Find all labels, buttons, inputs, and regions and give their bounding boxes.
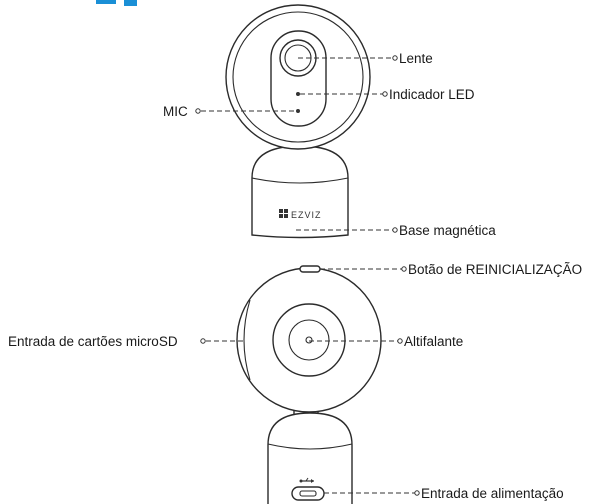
label-reset: Botão de REINICIALIZAÇÃO	[408, 262, 582, 277]
speaker-outer	[272, 303, 346, 377]
camera-base	[251, 145, 349, 239]
callout-power: Entrada de alimentação	[324, 486, 564, 501]
label-led: Indicador LED	[389, 87, 475, 102]
usb-icon	[299, 477, 314, 483]
callout-microsd: Entrada de cartões microSD	[8, 334, 243, 349]
base-seam	[251, 177, 349, 184]
label-lens: Lente	[399, 51, 433, 66]
label-microsd: Entrada de cartões microSD	[8, 334, 178, 349]
label-speaker: Altifalante	[404, 334, 463, 349]
ezviz-logo: EZVIZ	[279, 209, 322, 220]
callout-reset: Botão de REINICIALIZAÇÃO	[320, 262, 582, 277]
heading-fragment	[96, 0, 137, 6]
power-port-inner	[299, 490, 317, 497]
mic-hole	[296, 109, 300, 113]
camera-base-back	[267, 412, 353, 504]
camera-front-view: EZVIZ	[225, 4, 371, 239]
reset-button	[299, 265, 321, 273]
speaker-ring	[288, 319, 330, 361]
callout-lens: Lente	[298, 51, 433, 66]
callout-speaker: Altifalante	[309, 334, 463, 349]
label-mic: MIC	[163, 104, 188, 119]
base-seam-back	[267, 443, 353, 450]
callout-base: Base magnética	[296, 223, 496, 238]
camera-back-view	[236, 265, 382, 504]
label-base: Base magnética	[399, 223, 496, 238]
led-indicator	[296, 92, 300, 96]
callout-led: Indicador LED	[300, 87, 475, 102]
power-port	[291, 486, 325, 501]
camera-head-inner-ring	[232, 11, 364, 143]
speaker-center	[305, 336, 313, 344]
logo-text: EZVIZ	[291, 210, 322, 220]
label-power: Entrada de alimentação	[421, 486, 564, 501]
microsd-slot	[243, 299, 251, 381]
callout-mic: MIC	[163, 104, 296, 119]
